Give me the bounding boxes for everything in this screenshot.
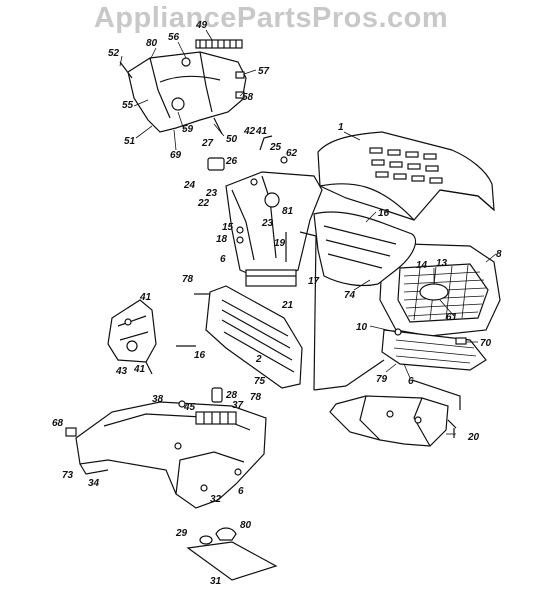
callout-22: 22 bbox=[197, 198, 210, 209]
callout-57: 57 bbox=[258, 66, 270, 77]
hood bbox=[317, 131, 495, 221]
callout-37: 37 bbox=[232, 400, 244, 411]
callout-27: 27 bbox=[201, 138, 214, 149]
callout-56: 56 bbox=[168, 32, 180, 43]
callout-34: 34 bbox=[88, 478, 100, 489]
callout-61: 61 bbox=[446, 312, 458, 323]
callout-70: 70 bbox=[480, 338, 492, 349]
callout-16: 16 bbox=[194, 350, 206, 361]
callout-31: 31 bbox=[210, 576, 222, 587]
callout-1: 1 bbox=[338, 122, 344, 133]
callout-51: 51 bbox=[124, 136, 136, 147]
callout-24: 24 bbox=[183, 180, 196, 191]
callout-45: 45 bbox=[183, 402, 196, 413]
callout-50: 50 bbox=[226, 134, 238, 145]
callout-8: 8 bbox=[496, 249, 502, 260]
callout-41: 41 bbox=[133, 364, 146, 375]
callout-55: 55 bbox=[122, 100, 134, 111]
callout-13: 13 bbox=[436, 258, 448, 269]
watermark: AppliancePartsPros.com bbox=[93, 2, 449, 34]
callout-14: 14 bbox=[416, 260, 428, 271]
callout-59: 59 bbox=[182, 124, 194, 135]
callout-79: 79 bbox=[376, 374, 388, 385]
callout-21: 21 bbox=[281, 300, 294, 311]
callout-18: 18 bbox=[216, 234, 228, 245]
callout-80: 80 bbox=[146, 38, 158, 49]
front-grille-panel bbox=[176, 285, 303, 389]
callout-80: 80 bbox=[240, 520, 252, 531]
callout-20: 20 bbox=[467, 432, 480, 443]
callout-43: 43 bbox=[115, 366, 128, 377]
callout-2: 2 bbox=[255, 354, 262, 365]
side-panel bbox=[299, 211, 417, 391]
callout-6: 6 bbox=[220, 254, 226, 265]
callout-69: 69 bbox=[170, 150, 182, 161]
callout-25: 25 bbox=[269, 142, 282, 153]
callout-75: 75 bbox=[254, 376, 266, 387]
callout-26: 26 bbox=[225, 156, 238, 167]
callout-10: 10 bbox=[356, 322, 368, 333]
callout-19: 19 bbox=[274, 238, 286, 249]
left-bracket bbox=[107, 299, 157, 375]
callout-23: 23 bbox=[205, 188, 218, 199]
callout-49: 49 bbox=[195, 20, 208, 31]
callout-labels: 1 2 6 6 6 8 10 13 14 15 16 16 17 18 19 2… bbox=[52, 20, 502, 587]
callout-15: 15 bbox=[222, 222, 234, 233]
leader-lines bbox=[119, 29, 497, 435]
frame-bracket bbox=[329, 379, 461, 447]
callout-42: 42 bbox=[243, 126, 256, 137]
callout-16: 16 bbox=[378, 208, 390, 219]
callout-41: 41 bbox=[139, 292, 152, 303]
callout-6: 6 bbox=[408, 376, 414, 387]
callout-29: 29 bbox=[175, 528, 188, 539]
callout-17: 17 bbox=[308, 276, 320, 287]
dash-panel-assembly bbox=[119, 39, 247, 135]
callout-74: 74 bbox=[344, 290, 356, 301]
grille-housing bbox=[379, 243, 501, 371]
callout-6: 6 bbox=[238, 486, 244, 497]
dash-console bbox=[207, 135, 323, 287]
callout-78: 78 bbox=[182, 274, 194, 285]
callout-52: 52 bbox=[108, 48, 120, 59]
bottom-small-parts bbox=[186, 527, 278, 581]
callout-68: 68 bbox=[52, 418, 64, 429]
callout-58: 58 bbox=[242, 92, 254, 103]
callout-28: 28 bbox=[225, 390, 238, 401]
callout-38: 38 bbox=[152, 394, 164, 405]
fender-deck bbox=[65, 387, 267, 509]
callout-62: 62 bbox=[286, 148, 298, 159]
callout-73: 73 bbox=[62, 470, 74, 481]
callout-78: 78 bbox=[250, 392, 262, 403]
callout-81: 81 bbox=[282, 206, 294, 217]
callout-23: 23 bbox=[261, 218, 274, 229]
callout-41: 41 bbox=[255, 126, 268, 137]
callout-32: 32 bbox=[210, 494, 222, 505]
